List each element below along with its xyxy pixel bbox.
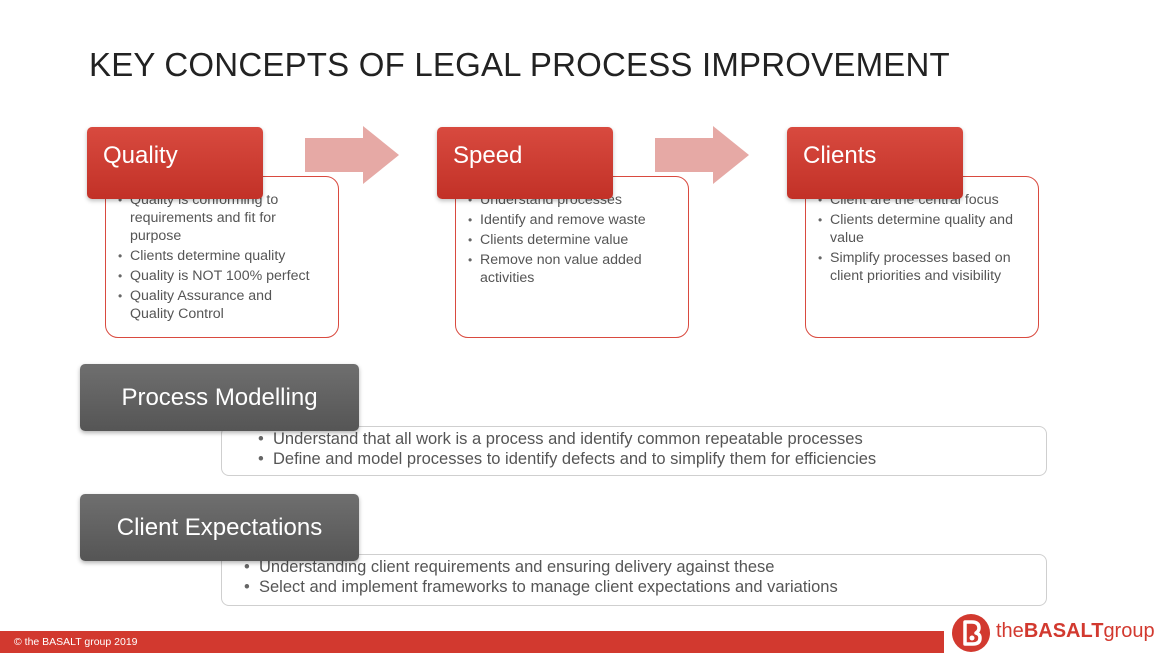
brand-suffix: group [1103, 620, 1155, 642]
process-modelling-bullets: Understand that all work is a process an… [258, 429, 876, 469]
basalt-logo-icon [952, 614, 990, 652]
client-expectations-heading: Client Expectations [80, 494, 359, 561]
concept-speed-heading: Speed [437, 127, 613, 199]
slide-title: KEY CONCEPTS OF LEGAL PROCESS IMPROVEMEN… [89, 46, 950, 83]
list-item: Select and implement frameworks to manag… [244, 577, 838, 597]
client-expectations-bullets: Understanding client requirements and en… [244, 557, 838, 597]
concept-clients-heading: Clients [787, 127, 963, 199]
list-item: Quality is NOT 100% perfect [118, 267, 330, 285]
concept-quality-heading: Quality [87, 127, 263, 199]
brand-prefix: the [996, 620, 1024, 642]
concept-clients-box: Client are the central focus Clients det… [805, 176, 1039, 338]
concept-speed-box: Understand processes Identify and remove… [455, 176, 689, 338]
concept-clients-bullets: Client are the central focus Clients det… [818, 191, 1030, 287]
process-modelling-heading: Process Modelling [80, 364, 359, 431]
footer-bar: © the BASALT group 2019 [0, 631, 944, 653]
brand-bold: BASALT [1023, 620, 1104, 642]
concept-quality-bullets: Quality is conforming to requirements an… [118, 191, 330, 325]
concept-speed-bullets: Understand processes Identify and remove… [468, 191, 680, 289]
list-item: Identify and remove waste [468, 211, 680, 229]
right-arrow-icon [305, 126, 399, 184]
process-modelling-box: Understand that all work is a process an… [221, 426, 1047, 476]
list-item: Remove non value added activities [468, 251, 660, 287]
list-item: Clients determine quality and value [818, 211, 1035, 247]
list-item: Quality Assurance and Quality Control [118, 287, 290, 323]
list-item: Clients determine quality [118, 247, 330, 265]
copyright-text: © the BASALT group 2019 [14, 636, 138, 648]
concept-quality-box: Quality is conforming to requirements an… [105, 176, 339, 338]
client-expectations-box: Understanding client requirements and en… [221, 554, 1047, 606]
list-item: Understanding client requirements and en… [244, 557, 838, 577]
list-item: Clients determine value [468, 231, 680, 249]
list-item: Quality is conforming to requirements an… [118, 191, 290, 245]
list-item: Simplify processes based on client prior… [818, 249, 1035, 285]
list-item: Define and model processes to identify d… [258, 449, 876, 469]
list-item: Understand that all work is a process an… [258, 429, 876, 449]
right-arrow-icon [655, 126, 749, 184]
brand-name: theBASALTgroup [996, 620, 1155, 643]
